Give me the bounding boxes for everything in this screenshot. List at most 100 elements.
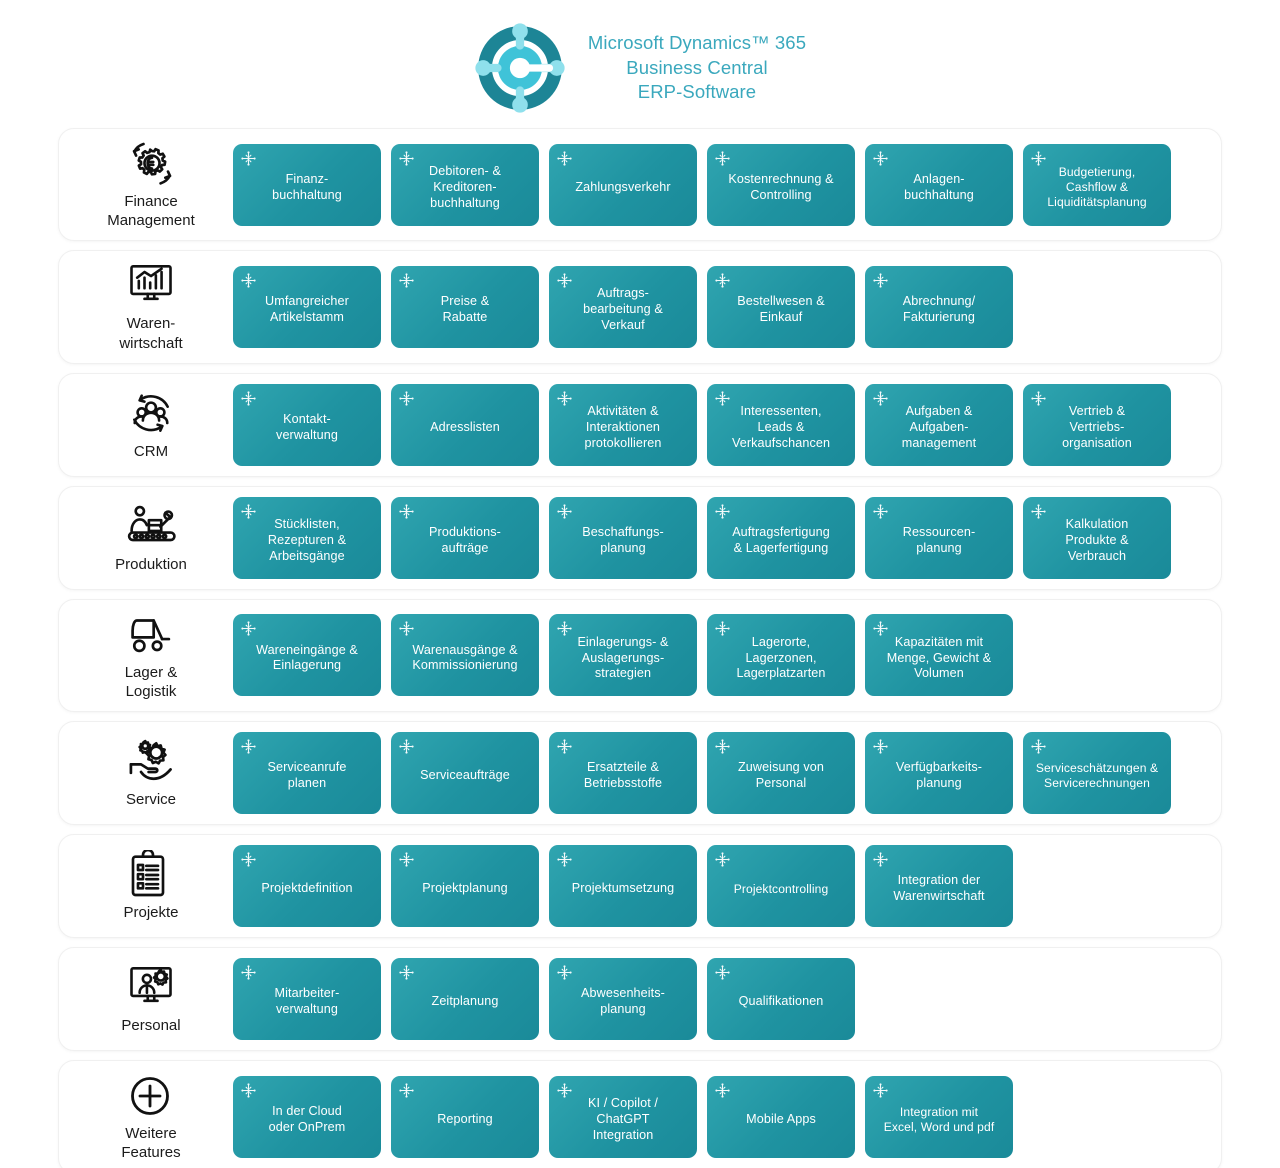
feature-tile[interactable]: Ersatzteile & Betriebsstoffe — [549, 732, 697, 815]
feature-tile[interactable]: Interessenten, Leads & Verkaufschancen — [707, 383, 855, 466]
node-cross-icon — [556, 738, 573, 755]
feature-tiles: Mitarbeiter- verwaltung Zeitplanung Abwe… — [233, 958, 1209, 1041]
feature-tile[interactable]: Qualifikationen — [707, 958, 855, 1041]
node-cross-icon — [714, 851, 731, 868]
node-cross-icon — [240, 964, 257, 981]
feature-tile[interactable]: Ressourcen- planung — [865, 496, 1013, 579]
feature-tile[interactable]: Zeitplanung — [391, 958, 539, 1041]
feature-tile[interactable]: Kostenrechnung & Controlling — [707, 143, 855, 226]
feature-tile[interactable]: Aufgaben & Aufgaben- management — [865, 383, 1013, 466]
category-label: Waren- wirtschaft — [119, 315, 183, 352]
feature-tile-label: Abrechnung/ Fakturierung — [902, 294, 976, 325]
feature-tile[interactable]: Mobile Apps — [707, 1075, 855, 1158]
feature-tiles: Umfangreicher Artikelstamm Preise & Raba… — [233, 266, 1209, 349]
feature-tile[interactable]: Abwesenheits- planung — [549, 958, 697, 1041]
feature-tile[interactable]: Projektdefinition — [233, 845, 381, 928]
feature-tile[interactable]: Produktions- aufträge — [391, 496, 539, 579]
feature-tile[interactable]: Lagerorte, Lagerzonen, Lagerplatzarten — [707, 614, 855, 697]
feature-tile-label: Auftragsfertigung & Lagerfertigung — [732, 525, 830, 555]
feature-tile[interactable]: Vertrieb & Vertriebs- organisation — [1023, 383, 1171, 466]
feature-tiles: Kontakt- verwaltung Adresslisten Aktivit… — [233, 383, 1209, 466]
node-cross-icon — [240, 272, 257, 289]
feature-tile[interactable]: Serviceaufträge — [391, 732, 539, 815]
feature-tile-label: Integration der Warenwirtschaft — [893, 873, 985, 904]
feature-tile[interactable]: Auftragsfertigung & Lagerfertigung — [707, 496, 855, 579]
feature-tile[interactable]: In der Cloud oder OnPrem — [233, 1075, 381, 1158]
feature-tile[interactable]: Aktivitäten & Interaktionen protokollier… — [549, 383, 697, 466]
feature-tile[interactable]: Auftrags- bearbeitung & Verkauf — [549, 266, 697, 349]
category-header: Service — [69, 737, 233, 809]
feature-tile-label: Wareneingänge & Einlagerung — [256, 642, 358, 673]
feature-tile[interactable]: Bestellwesen & Einkauf — [707, 266, 855, 349]
feature-tile[interactable]: Zahlungsverkehr — [549, 143, 697, 226]
header: Microsoft Dynamics™ 365 Business Central… — [0, 0, 1280, 128]
category-label: Produktion — [115, 555, 187, 573]
category-header: CRM — [69, 389, 233, 461]
feature-tile[interactable]: Mitarbeiter- verwaltung — [233, 958, 381, 1041]
feature-tile[interactable]: Verfügbarkeits- planung — [865, 732, 1013, 815]
feature-tile[interactable]: Projektumsetzung — [549, 845, 697, 928]
feature-tile[interactable]: Einlagerungs- & Auslagerungs- strategien — [549, 614, 697, 697]
feature-tile[interactable]: Kalkulation Produkte & Verbrauch — [1023, 496, 1171, 579]
feature-tile[interactable]: Umfangreicher Artikelstamm — [233, 266, 381, 349]
feature-tile[interactable]: Abrechnung/ Fakturierung — [865, 266, 1013, 349]
node-cross-icon — [398, 1082, 415, 1099]
feature-tile[interactable]: Anlagen- buchhaltung — [865, 143, 1013, 226]
feature-tile[interactable]: Serviceschätzungen & Servicerechnungen — [1023, 732, 1171, 815]
feature-tile-label: Warenausgänge & Kommissionierung — [412, 642, 518, 673]
category-header: Finance Management — [69, 139, 233, 230]
feature-tile[interactable]: Kontakt- verwaltung — [233, 383, 381, 466]
feature-tiles: In der Cloud oder OnPrem Reporting KI / … — [233, 1075, 1209, 1158]
brand-title: Microsoft Dynamics™ 365 Business Central… — [588, 31, 806, 105]
feature-tile-label: Mobile Apps — [746, 1111, 816, 1126]
feature-tile[interactable]: Stücklisten, Rezepturen & Arbeitsgänge — [233, 496, 381, 579]
feature-tile[interactable]: Budgetierung, Cashflow & Liquiditätsplan… — [1023, 143, 1171, 226]
node-cross-icon — [398, 964, 415, 981]
feature-tile-label: Interessenten, Leads & Verkaufschancen — [731, 404, 831, 450]
plus-circle-icon — [125, 1071, 177, 1119]
node-cross-icon — [398, 150, 415, 167]
feature-tile[interactable]: Integration mit Excel, Word und pdf — [865, 1075, 1013, 1158]
category-row: Service Serviceanrufe planen Serviceauft… — [58, 721, 1222, 826]
node-cross-icon — [240, 390, 257, 407]
category-row: Lager & Logistik Wareneingänge & Einlage… — [58, 598, 1222, 713]
feature-tile[interactable]: Projektplanung — [391, 845, 539, 928]
node-cross-icon — [872, 272, 889, 289]
feature-tiles: Wareneingänge & Einlagerung Warenausgäng… — [233, 614, 1209, 697]
feature-tile-label: Mitarbeiter- verwaltung — [274, 986, 340, 1017]
feature-tile-label: Stücklisten, Rezepturen & Arbeitsgänge — [267, 517, 347, 563]
category-header: Produktion — [69, 502, 233, 574]
hand-gears-icon — [125, 737, 177, 785]
feature-tile[interactable]: Adresslisten — [391, 383, 539, 466]
feature-tile[interactable]: Preise & Rabatte — [391, 266, 539, 349]
feature-tile-label: KI / Copilot / ChatGPT Integration — [588, 1096, 658, 1142]
feature-tile-label: Kapazitäten mit Menge, Gewicht & Volumen — [886, 634, 992, 681]
feature-tile[interactable]: Debitoren- & Kreditoren- buchhaltung — [391, 143, 539, 226]
feature-tile[interactable]: Serviceanrufe planen — [233, 732, 381, 815]
feature-tile[interactable]: Reporting — [391, 1075, 539, 1158]
node-cross-icon — [872, 738, 889, 755]
node-cross-icon — [872, 1082, 889, 1099]
feature-tile-label: Ersatzteile & Betriebsstoffe — [583, 760, 663, 791]
node-cross-icon — [556, 272, 573, 289]
node-cross-icon — [240, 738, 257, 755]
feature-tile[interactable]: Integration der Warenwirtschaft — [865, 845, 1013, 928]
dynamics-365-hub-logo-icon — [474, 22, 566, 114]
feature-tile[interactable]: Projektcontrolling — [707, 845, 855, 928]
category-header: Projekte — [69, 848, 233, 922]
feature-tile[interactable]: Beschaffungs- planung — [549, 496, 697, 579]
category-label: Service — [125, 791, 177, 809]
feature-tile-label: Zuweisung von Personal — [737, 760, 824, 791]
node-cross-icon — [240, 620, 257, 637]
feature-tile[interactable]: Zuweisung von Personal — [707, 732, 855, 815]
feature-tile[interactable]: Kapazitäten mit Menge, Gewicht & Volumen — [865, 614, 1013, 697]
feature-tiles: Stücklisten, Rezepturen & Arbeitsgänge P… — [233, 496, 1209, 579]
feature-tile[interactable]: Finanz- buchhaltung — [233, 143, 381, 226]
feature-tile[interactable]: KI / Copilot / ChatGPT Integration — [549, 1075, 697, 1158]
category-row: Produktion Stücklisten, Rezepturen & Arb… — [58, 485, 1222, 590]
feature-tile[interactable]: Warenausgänge & Kommissionierung — [391, 614, 539, 697]
feature-tile[interactable]: Wareneingänge & Einlagerung — [233, 614, 381, 697]
node-cross-icon — [240, 150, 257, 167]
feature-tile-label: Preise & Rabatte — [440, 294, 490, 325]
node-cross-icon — [398, 503, 415, 520]
